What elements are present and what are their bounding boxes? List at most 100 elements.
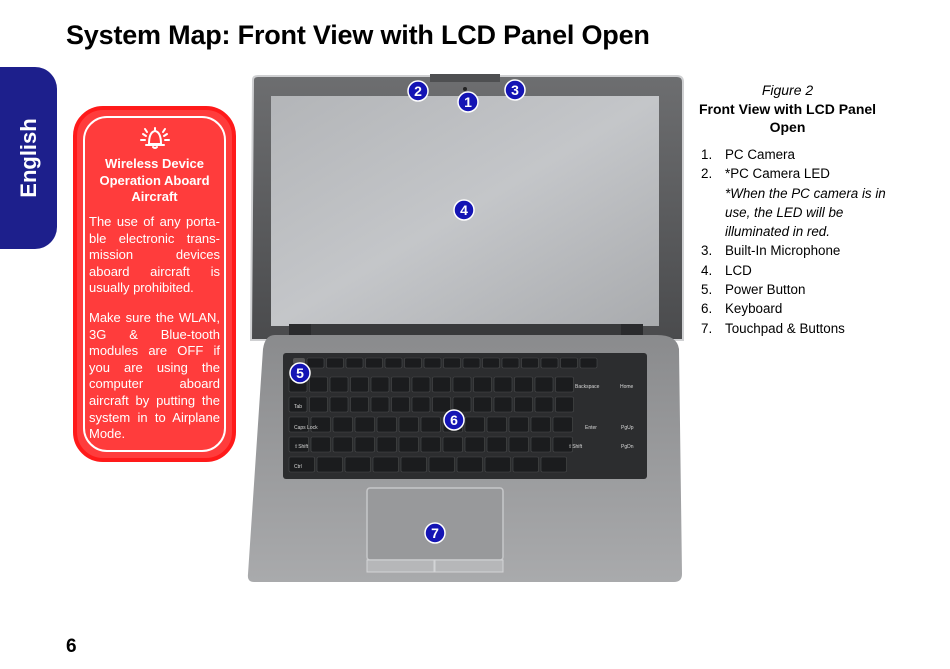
keyboard-key	[473, 376, 492, 393]
keyboard-key	[309, 396, 328, 413]
keyboard-key	[428, 456, 455, 473]
keyboard-key	[345, 357, 364, 369]
keyboard-key	[420, 416, 441, 433]
key-caps: Caps Lock	[294, 425, 318, 431]
legend-item: 5.Power Button	[701, 282, 806, 298]
keyboard-key	[391, 396, 410, 413]
figure-caption-title: Front View with LCD Panel Open	[698, 101, 877, 135]
keyboard-key	[508, 416, 529, 433]
keyboard-key	[310, 416, 331, 433]
keyboard-key	[376, 436, 397, 453]
keyboard-key	[432, 376, 451, 393]
legend-item: 6.Keyboard	[701, 301, 783, 317]
keyboard-key	[442, 436, 463, 453]
keyboard-key	[555, 396, 574, 413]
keyboard-key	[384, 357, 403, 369]
key-shift-right: ⇧Shift	[568, 444, 583, 450]
keyboard-key	[452, 396, 472, 413]
keyboard-key	[350, 376, 369, 393]
camera-bump	[430, 74, 500, 82]
warning-paragraph-1: The use of any porta-ble electronic tran…	[89, 214, 220, 296]
keyboard-key	[514, 396, 533, 413]
keyboard-keys	[288, 357, 598, 473]
airplane-bell-icon	[77, 124, 232, 155]
keyboard-key	[486, 416, 507, 433]
svg-text:5: 5	[296, 365, 304, 381]
keyboard-key	[443, 357, 461, 369]
keyboard-key	[464, 416, 485, 433]
keyboard-key	[534, 376, 554, 393]
language-tab-label: English	[15, 118, 41, 198]
legend-item: 2.*PC Camera LED*When the PC camera is i…	[701, 166, 886, 240]
keyboard-key	[484, 456, 511, 473]
keyboard-key	[462, 357, 481, 369]
keyboard-key	[329, 376, 349, 393]
keyboard-key	[354, 416, 375, 433]
key-ctrl: Ctrl	[294, 464, 302, 470]
key-pgup: PgUp	[621, 425, 634, 431]
keyboard-key	[420, 436, 441, 453]
svg-text:6: 6	[450, 412, 458, 428]
keyboard-key	[288, 416, 309, 433]
warning-title: Wireless Device Operation Aboard Aircraf…	[99, 156, 210, 204]
svg-text:4: 4	[460, 202, 468, 218]
keyboard-key	[288, 456, 315, 473]
legend-item: 7.Touchpad & Buttons	[701, 320, 845, 336]
keyboard-key	[332, 416, 353, 433]
keyboard-key	[288, 436, 309, 453]
keyboard-key	[482, 357, 500, 369]
key-shift-left: ⇧Shift	[294, 444, 309, 450]
keyboard-key	[473, 396, 492, 413]
keyboard-key	[329, 396, 349, 413]
laptop-illustration: Backspace Tab Caps Lock Enter ⇧Shift ⇧Sh…	[247, 74, 684, 582]
keyboard-key	[391, 376, 410, 393]
keyboard-key	[411, 376, 431, 393]
keyboard-key	[332, 436, 353, 453]
keyboard-key	[552, 436, 573, 453]
keyboard-key	[493, 376, 513, 393]
keyboard-key	[370, 396, 390, 413]
keyboard-key	[309, 376, 328, 393]
svg-text:3: 3	[511, 82, 519, 98]
legend-note: *When the PC camera is in use, the LED w…	[725, 185, 886, 240]
keyboard-key	[579, 357, 598, 369]
legend-item: 1.PC Camera	[701, 147, 795, 162]
keyboard-key	[534, 396, 554, 413]
language-tab: English	[0, 67, 57, 249]
keyboard-key	[310, 436, 331, 453]
key-enter: Enter	[585, 425, 597, 431]
keyboard-key	[316, 456, 343, 473]
page-number: 6	[66, 636, 77, 657]
marker-3: 3	[504, 79, 526, 101]
marker-6: 6	[443, 409, 465, 431]
keyboard-key	[540, 456, 567, 473]
keyboard-key	[288, 396, 308, 413]
keyboard-key	[404, 357, 422, 369]
keyboard-key	[456, 456, 483, 473]
keyboard-key	[555, 376, 574, 393]
touchpad-right-button	[434, 559, 504, 573]
marker-7: 7	[424, 522, 446, 544]
keyboard-key	[376, 416, 397, 433]
warning-paragraph-2: Make sure the WLAN, 3G & Blue-tooth modu…	[89, 310, 220, 442]
keyboard-key	[344, 456, 371, 473]
keyboard-key	[501, 357, 520, 369]
keyboard-key	[306, 357, 325, 369]
svg-text:7: 7	[431, 525, 439, 541]
key-tab: Tab	[294, 404, 302, 410]
keyboard-key	[508, 436, 529, 453]
keyboard-key	[400, 456, 427, 473]
keyboard-key	[560, 357, 578, 369]
svg-text:2: 2	[414, 83, 422, 99]
legend-item: 4.LCD	[701, 262, 752, 278]
marker-4: 4	[453, 199, 475, 221]
key-backspace: Backspace	[575, 384, 600, 390]
marker-2: 2	[407, 80, 429, 102]
keyboard-key	[423, 357, 442, 369]
key-pgdn: PgDn	[621, 444, 634, 450]
keyboard-key	[354, 436, 375, 453]
keyboard-key	[365, 357, 383, 369]
keyboard-key	[372, 456, 399, 473]
keyboard-key	[512, 456, 539, 473]
figure-legend: 1.PC Camera 2.*PC Camera LED*When the PC…	[701, 145, 891, 338]
